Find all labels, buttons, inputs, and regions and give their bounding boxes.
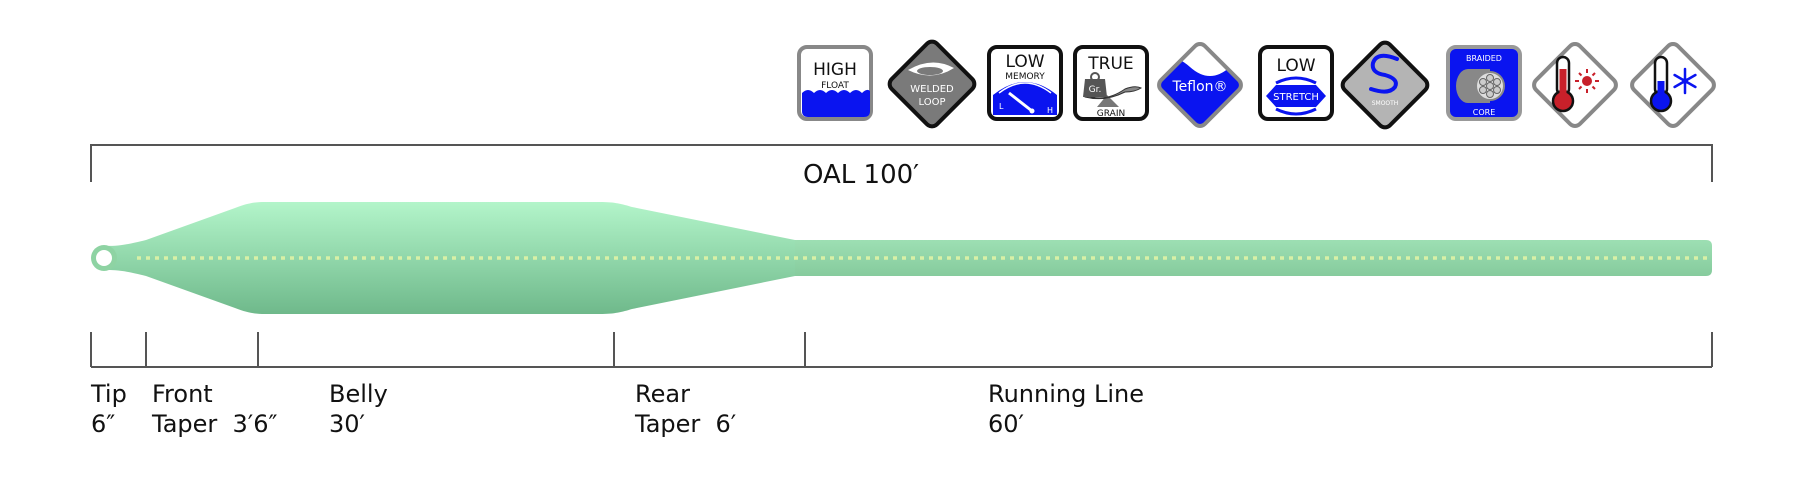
fly-line-head: [104, 202, 795, 314]
true-grain-text-1: TRUE: [1087, 54, 1133, 74]
running-line-length: 60′: [988, 410, 1024, 438]
hot-weather-icon: [1532, 42, 1618, 128]
rear-taper-label: Rear: [635, 380, 690, 408]
true-grain-text-3: GRAIN: [1097, 109, 1125, 119]
low-memory-text-h: H: [1047, 106, 1053, 115]
belly-label: Belly: [329, 380, 388, 408]
welded-loop-icon: WELDED LOOP: [887, 39, 977, 129]
section-bracket: [90, 332, 1713, 368]
oal-label: OAL 100′: [803, 160, 919, 190]
low-memory-icon: LOW MEMORY L H: [987, 45, 1063, 121]
loop-hole: [96, 250, 112, 266]
welded-loop-text-2: LOOP: [919, 97, 946, 108]
true-grain-icon: TRUE Gr. GRAIN: [1073, 45, 1149, 121]
welded-loop-text-1: WELDED: [910, 84, 954, 95]
belly-length: 30′: [329, 410, 365, 438]
low-memory-text-1: LOW: [1005, 52, 1044, 72]
braided-core-text-1: BRAIDED: [1466, 54, 1502, 63]
teflon-text: Teflon®: [1171, 79, 1227, 95]
low-memory-text-l: L: [999, 102, 1004, 111]
true-grain-text-2: Gr.: [1089, 85, 1102, 95]
tip-label: Tip: [90, 380, 127, 408]
low-stretch-text-2: STRETCH: [1273, 92, 1319, 103]
cold-weather-icon: [1630, 42, 1716, 128]
front-taper-label: Front: [152, 380, 213, 408]
teflon-icon: Teflon®: [1156, 42, 1244, 129]
low-stretch-icon: LOW STRETCH: [1258, 45, 1334, 121]
running-line-label: Running Line: [988, 380, 1144, 408]
smooth-text: SMOOTH: [1372, 100, 1399, 107]
low-stretch-text-1: LOW: [1276, 56, 1315, 76]
rear-taper-length: Taper 6′: [634, 410, 736, 438]
smooth-icon: SMOOTH: [1340, 40, 1430, 130]
high-float-icon: HIGH FLOAT: [797, 45, 873, 121]
oal-bracket: [90, 144, 1713, 182]
braided-core-text-2: CORE: [1473, 108, 1496, 117]
high-float-text-2: FLOAT: [821, 81, 849, 91]
front-taper-length: Taper 3′6″: [151, 410, 278, 438]
low-memory-text-2: MEMORY: [1005, 72, 1045, 82]
high-float-text-1: HIGH: [813, 60, 857, 80]
braided-core-icon: BRAIDED CORE: [1446, 45, 1522, 121]
tip-length: 6″: [91, 410, 115, 438]
